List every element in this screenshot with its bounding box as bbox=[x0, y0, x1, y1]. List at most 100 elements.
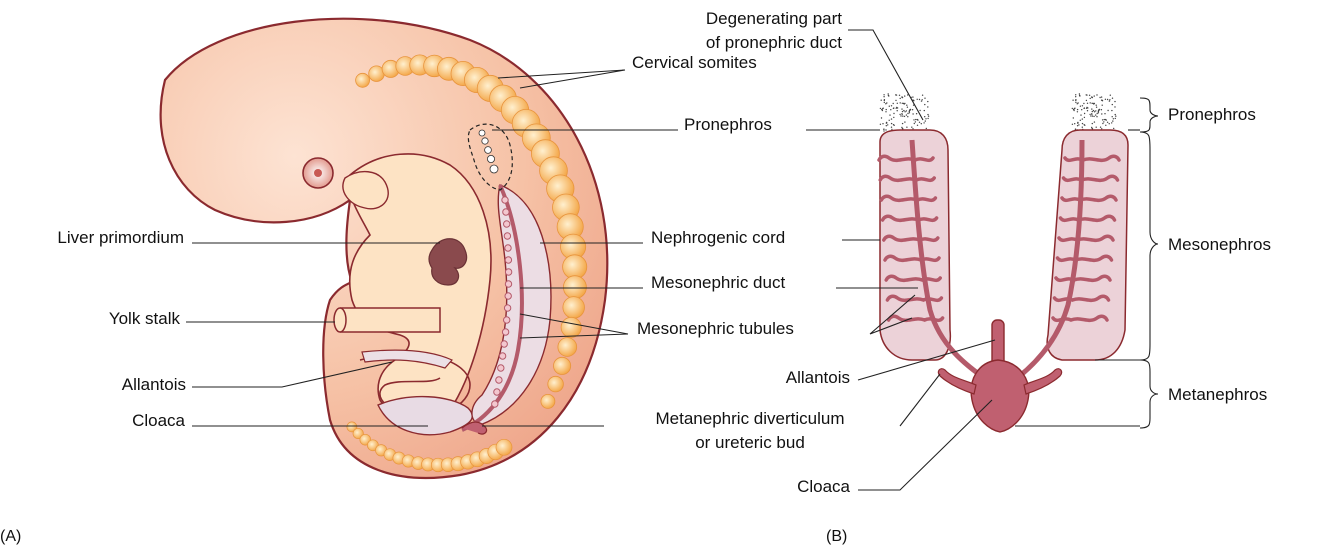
stipple-dot bbox=[881, 117, 882, 118]
stipple-dot bbox=[1077, 102, 1078, 103]
stipple-dot bbox=[884, 102, 885, 103]
stipple-dot bbox=[906, 127, 907, 128]
stipple-dot bbox=[904, 121, 905, 122]
braces bbox=[1140, 98, 1158, 428]
stipple-dot bbox=[1077, 122, 1078, 123]
stipple-dot bbox=[910, 109, 911, 110]
stipple-dot bbox=[893, 117, 894, 118]
stipple-dot bbox=[1084, 107, 1085, 108]
stipple-dot bbox=[1079, 93, 1080, 94]
label-degenerating-2: of pronephric duct bbox=[600, 32, 842, 54]
panel-label-a: (A) bbox=[0, 528, 21, 546]
stipple-dot bbox=[1092, 123, 1093, 124]
stipple-dot bbox=[1109, 99, 1110, 100]
stipple-dot bbox=[1099, 97, 1100, 98]
pronephros-stipple bbox=[880, 93, 1117, 134]
brace-metanephros bbox=[1140, 360, 1158, 428]
yolk-stalk bbox=[334, 308, 440, 332]
stipple-dot bbox=[917, 119, 918, 120]
brace-mesonephros bbox=[1140, 132, 1158, 360]
stipple-dot bbox=[925, 118, 926, 119]
stipple-dot bbox=[889, 114, 890, 115]
stipple-dot bbox=[1111, 122, 1112, 123]
stipple-dot bbox=[906, 105, 907, 106]
stipple-dot bbox=[893, 107, 894, 108]
stipple-dot bbox=[906, 114, 907, 115]
stipple-dot bbox=[1107, 122, 1108, 123]
stipple-dot bbox=[895, 100, 896, 101]
stipple-dot bbox=[1110, 95, 1111, 96]
stipple-dot bbox=[1075, 96, 1076, 97]
stipple-dot bbox=[1094, 95, 1095, 96]
label-liver-primordium: Liver primordium bbox=[0, 227, 184, 249]
tubule bbox=[504, 221, 510, 227]
stipple-dot bbox=[893, 103, 894, 104]
stipple-dot bbox=[1114, 101, 1115, 102]
stipple-dot bbox=[1109, 123, 1110, 124]
label-cervical-somites: Cervical somites bbox=[632, 52, 757, 74]
stipple-dot bbox=[919, 122, 920, 123]
tubule bbox=[505, 269, 511, 275]
stipple-dot bbox=[1082, 123, 1083, 124]
tubule bbox=[494, 389, 500, 395]
stipple-dot bbox=[1105, 125, 1106, 126]
stipple-dot bbox=[901, 97, 902, 98]
stipple-dot bbox=[1107, 99, 1108, 100]
label-mesonephric-duct: Mesonephric duct bbox=[651, 272, 785, 294]
stipple-dot bbox=[907, 113, 908, 114]
stipple-dot bbox=[1075, 94, 1076, 95]
stipple-dot bbox=[913, 100, 914, 101]
stipple-dot bbox=[1075, 102, 1076, 103]
kidney-panel-b bbox=[879, 93, 1128, 432]
stipple-dot bbox=[1103, 121, 1104, 122]
stipple-dot bbox=[1096, 105, 1097, 106]
stipple-dot bbox=[886, 109, 887, 110]
stipple-dot bbox=[919, 99, 920, 100]
stipple-dot bbox=[889, 106, 890, 107]
stipple-dot bbox=[925, 120, 926, 121]
stipple-dot bbox=[1093, 110, 1094, 111]
stipple-dot bbox=[912, 113, 913, 114]
stipple-dot bbox=[887, 124, 888, 125]
stipple-dot bbox=[1112, 116, 1113, 117]
stipple-dot bbox=[901, 113, 902, 114]
stipple-dot bbox=[893, 113, 894, 114]
stipple-dot bbox=[1089, 114, 1090, 115]
embryo-panel-a bbox=[161, 19, 608, 478]
label-metanephric-1: Metanephric diverticulum bbox=[600, 408, 900, 430]
stipple-dot bbox=[1115, 116, 1116, 117]
stipple-dot bbox=[1097, 113, 1098, 114]
stipple-dot bbox=[1102, 123, 1103, 124]
stipple-dot bbox=[1111, 110, 1112, 111]
stipple-dot bbox=[907, 94, 908, 95]
stipple-dot bbox=[891, 105, 892, 106]
stipple-dot bbox=[921, 100, 922, 101]
stipple-dot bbox=[1087, 103, 1088, 104]
stipple-dot bbox=[902, 115, 903, 116]
stipple-dot bbox=[884, 99, 885, 100]
stipple-dot bbox=[1102, 119, 1103, 120]
stipple-dot bbox=[1095, 114, 1096, 115]
stipple-dot bbox=[1077, 111, 1078, 112]
stipple-dot bbox=[1109, 100, 1110, 101]
stipple-dot bbox=[927, 118, 928, 119]
tubule bbox=[505, 257, 511, 263]
stipple-dot bbox=[881, 100, 882, 101]
label-nephrogenic-cord: Nephrogenic cord bbox=[651, 227, 785, 249]
stipple-dot bbox=[1090, 115, 1091, 116]
tubule bbox=[499, 353, 505, 359]
right-ureteric-bud bbox=[1024, 369, 1062, 394]
stipple-dot bbox=[1098, 112, 1099, 113]
stipple-dot bbox=[1101, 109, 1102, 110]
stipple-dot bbox=[907, 107, 908, 108]
label-allantois-a: Allantois bbox=[0, 374, 186, 396]
tubule bbox=[498, 365, 504, 371]
stipple-dot bbox=[1105, 99, 1106, 100]
stipple-dot bbox=[893, 124, 894, 125]
somite bbox=[558, 338, 577, 357]
label-mesonephric-tubules: Mesonephric tubules bbox=[637, 318, 794, 340]
stipple-dot bbox=[1099, 109, 1100, 110]
stipple-dot bbox=[886, 102, 887, 103]
stipple-dot bbox=[927, 101, 928, 102]
